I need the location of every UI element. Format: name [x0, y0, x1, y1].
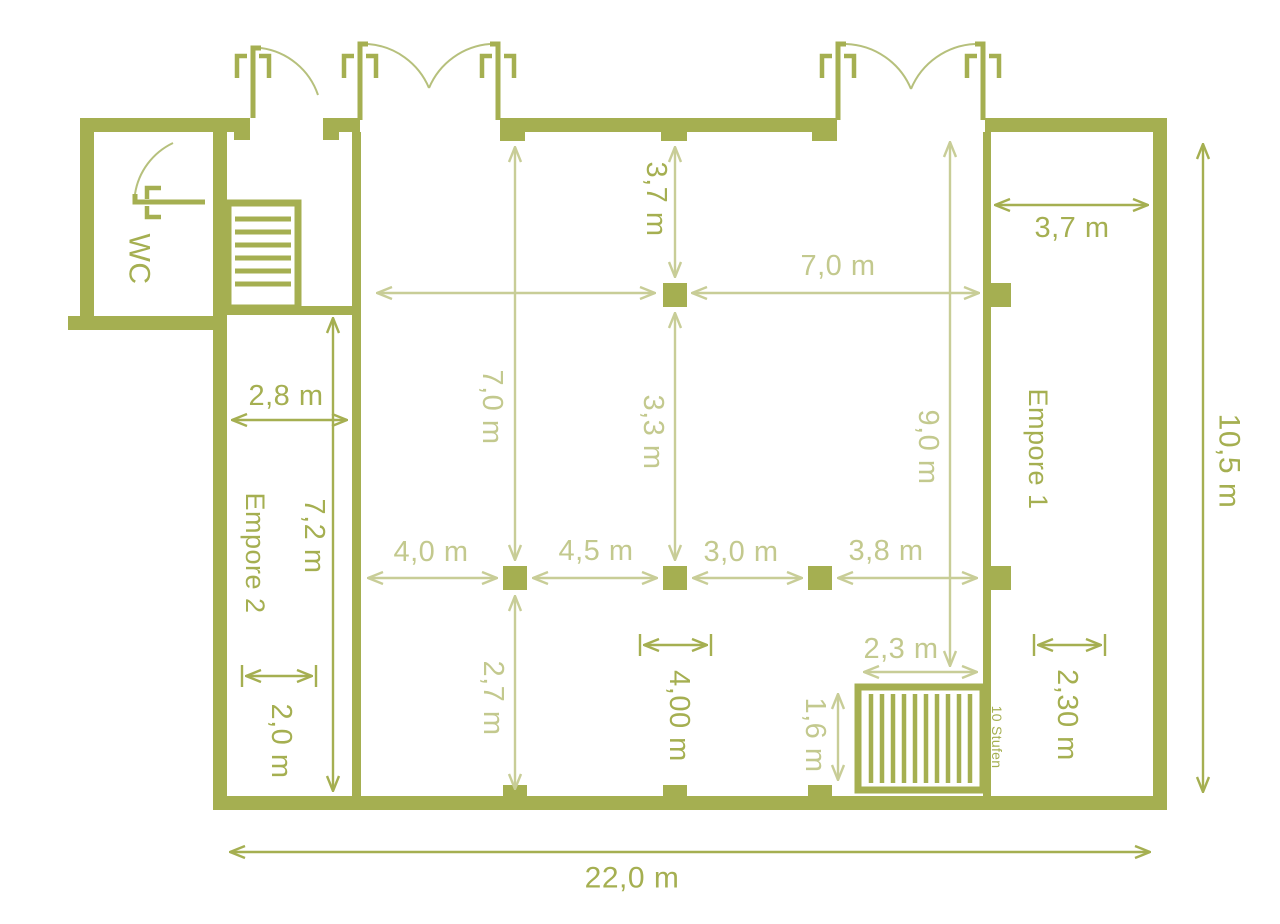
- doors: [132, 41, 1002, 220]
- door-swing-arc: [428, 43, 491, 89]
- dim-label-col-bottom-offset: 2,7 m: [477, 660, 509, 735]
- door-leaf: [835, 41, 846, 120]
- dim-label-empore1-width: 3,7 m: [1034, 212, 1109, 244]
- room-label-empore2: Empore 2: [240, 492, 270, 613]
- wall-left: [213, 118, 227, 810]
- door-frame-bracket-right-icon: [844, 53, 857, 78]
- dimension-lines-dark: [230, 144, 1203, 852]
- door-frame-bracket-right-icon: [259, 53, 272, 78]
- door-double-top-middle: [341, 41, 517, 120]
- dim-label-stair-width: 2,3 m: [863, 633, 938, 665]
- dim-label-total-width: 22,0 m: [585, 862, 680, 895]
- room-label-wc: WC: [123, 234, 156, 285]
- door-frame-bracket-right-icon: [366, 53, 379, 78]
- column-row-1: [503, 566, 527, 590]
- door-swing-arc: [260, 47, 319, 96]
- door-swing-arc: [845, 43, 912, 90]
- staircase-bottom-right: [854, 683, 987, 794]
- pilaster-bottom-2: [663, 785, 687, 796]
- staircase-top-left-treads: [235, 216, 291, 287]
- dim-label-empore2-width: 2,8 m: [248, 380, 323, 412]
- door-swing-arc: [367, 43, 430, 89]
- dim-label-clear-mid: 4,00 m: [663, 670, 695, 762]
- door-frame-bracket-left-icon: [964, 53, 977, 78]
- stairs-note-label: 10 Stufen: [989, 706, 1005, 769]
- door-swing-arc: [910, 43, 976, 90]
- dim-label-hall-left-vert: 7,0 m: [476, 369, 508, 444]
- wall-top-seg3: [500, 118, 837, 132]
- dim-clear-right: [1032, 634, 1107, 656]
- door-single-top-left: [234, 45, 319, 118]
- dimension-lines-light: [368, 142, 979, 789]
- dim-label-right-vert: 9,0 m: [912, 409, 944, 484]
- door-wc: [132, 142, 205, 220]
- door-frame-bracket-lower-icon: [144, 206, 161, 220]
- door-frame-bracket-right-icon: [989, 53, 1002, 78]
- door-leaf: [975, 41, 986, 120]
- dim-label-bay-2: 4,5 m: [558, 535, 633, 567]
- wall-top-seg3-foot-right: [812, 132, 837, 141]
- dim-clear-left: [240, 665, 318, 687]
- door-leaf: [132, 194, 205, 205]
- dim-label-col-top-offset: 3,7 m: [640, 161, 672, 236]
- dim-clear-mid: [638, 634, 713, 656]
- door-leaf: [357, 41, 368, 120]
- room-label-empore1: Empore 1: [1023, 388, 1053, 509]
- pilaster-v2-mid: [991, 566, 1011, 590]
- dim-label-clear-right: 2,30 m: [1051, 669, 1083, 761]
- door-leaf: [250, 45, 261, 118]
- dim-label-col-mid-gap: 3,3 m: [637, 394, 669, 469]
- wall-wc-left: [80, 118, 94, 330]
- wall-interior-v2: [983, 132, 991, 796]
- column-row-2: [663, 566, 687, 590]
- wall-top-seg3-foot-mid: [661, 132, 687, 141]
- door-frame-bracket-left-icon: [819, 53, 832, 78]
- wall-bottom: [213, 796, 1167, 810]
- dim-label-bay-3: 3,0 m: [703, 536, 778, 568]
- wall-top-seg1-foot: [234, 132, 250, 140]
- dim-label-bay-4: 3,8 m: [848, 535, 923, 567]
- walls: [68, 118, 1167, 810]
- column-row-3: [808, 566, 832, 590]
- dim-label-stair-height: 1,6 m: [799, 697, 831, 772]
- door-double-top-right: [819, 41, 1002, 120]
- pilaster-bottom-1: [503, 785, 527, 796]
- door-frame-bracket-right-icon: [504, 53, 517, 78]
- dim-label-bay-1: 4,0 m: [393, 536, 468, 568]
- door-swing-arc: [134, 142, 174, 195]
- dim-label-span-top-right: 7,0 m: [800, 250, 875, 282]
- wall-top-seg2: [323, 118, 360, 132]
- wall-interior-v1: [352, 132, 361, 796]
- labels: 7,0 m 3,7 m 7,0 m 3,3 m 9,0 m 4,0 m 4,5 …: [123, 161, 1246, 894]
- wall-top-seg2-foot: [323, 132, 339, 140]
- wall-wc-bottom: [68, 316, 227, 330]
- dim-label-total-height: 10,5 m: [1213, 414, 1246, 509]
- pilaster-v2-top: [991, 283, 1011, 307]
- wall-wc-top: [80, 118, 250, 132]
- staircase-bottom-right-treads: [868, 694, 973, 783]
- door-leaf: [490, 41, 501, 120]
- pilaster-bottom-3: [808, 785, 832, 796]
- dim-label-empore2-height: 7,2 m: [298, 498, 330, 573]
- door-frame-bracket-left-icon: [341, 53, 354, 78]
- dim-label-clear-left: 2,0 m: [265, 703, 297, 778]
- wall-top-seg3-foot-left: [500, 132, 525, 141]
- column-top-middle: [663, 283, 687, 307]
- wall-top-seg4: [985, 118, 1167, 132]
- wall-right: [1153, 118, 1167, 810]
- door-frame-bracket-left-icon: [234, 53, 247, 78]
- staircase-top-left: [224, 199, 302, 312]
- door-frame-bracket-upper-icon: [144, 185, 161, 199]
- door-frame-bracket-left-icon: [479, 53, 492, 78]
